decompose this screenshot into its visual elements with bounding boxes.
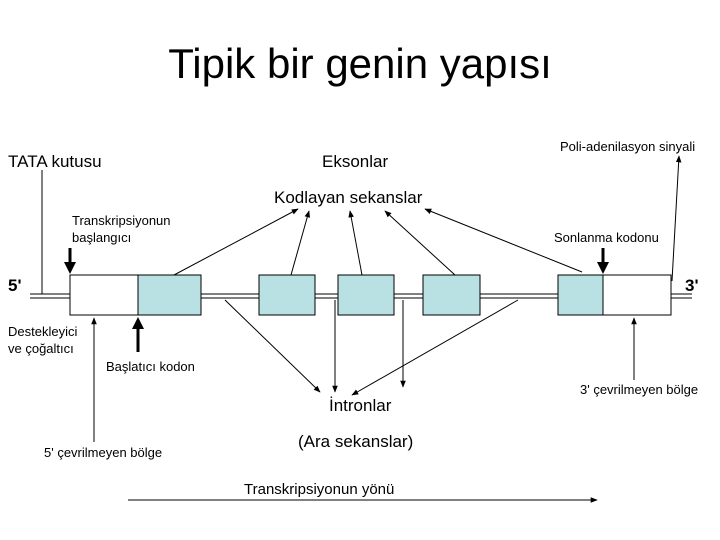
transcription-start-label-1: Transkripsiyonun [72, 213, 171, 228]
polya-arrow [671, 155, 682, 282]
intron-arrows [224, 299, 519, 396]
exons-label: Eksonlar [322, 152, 389, 171]
exon-4 [422, 274, 481, 316]
utr3-label: 3' çevrilmeyen bölge [580, 382, 699, 397]
exon-3 [337, 274, 395, 316]
transcription-direction-label: Transkripsiyonun yönü [244, 481, 395, 498]
start-codon-arrow [132, 317, 144, 352]
utr5-label: 5' çevrilmeyen bölge [44, 445, 163, 460]
exon-1 [137, 274, 202, 316]
start-codon-label: Başlatıcı kodon [106, 359, 195, 374]
utr5-box [69, 274, 139, 316]
intervening-sequences-label: (Ara sekanslar) [298, 432, 414, 451]
promoter-label-2: ve çoğaltıcı [8, 341, 74, 356]
transcription-start-arrow [64, 248, 76, 274]
three-prime-label: 3' [685, 276, 699, 295]
coding-arrows [173, 208, 583, 276]
exon-2 [258, 274, 316, 316]
utr3-box [602, 274, 672, 316]
stop-codon-arrow [597, 248, 609, 274]
polya-signal-label: Poli-adenilasyon sinyali [560, 139, 696, 154]
tata-label: TATA kutusu [8, 152, 102, 171]
introns-label: İntronlar [329, 396, 392, 415]
coding-sequences-label: Kodlayan sekanslar [274, 188, 423, 207]
transcription-start-label-2: başlangıcı [72, 230, 132, 245]
promoter-label-1: Destekleyici [8, 324, 78, 339]
exon-5 [557, 274, 604, 316]
slide-title: Tipik bir genin yapısı [168, 40, 552, 87]
five-prime-label: 5' [8, 276, 22, 295]
stop-codon-label: Sonlanma kodonu [554, 230, 659, 245]
